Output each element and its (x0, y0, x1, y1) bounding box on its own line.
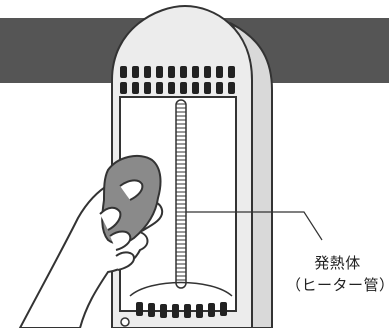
heater-element-label: 発熱体 （ヒーター管） (286, 252, 389, 296)
callout-leader-line (186, 211, 323, 241)
label-line-1: 発熱体 (314, 254, 361, 272)
fingers (99, 206, 136, 271)
hand-with-cloth (18, 154, 164, 328)
thumb (119, 179, 144, 201)
label-line-2: （ヒーター管） (286, 276, 389, 294)
heater-tube (175, 99, 187, 289)
bottom-knob (120, 317, 130, 327)
reflector-curve (129, 281, 233, 297)
bottom-vent-grille (136, 302, 227, 318)
top-vent-grille (120, 66, 235, 94)
